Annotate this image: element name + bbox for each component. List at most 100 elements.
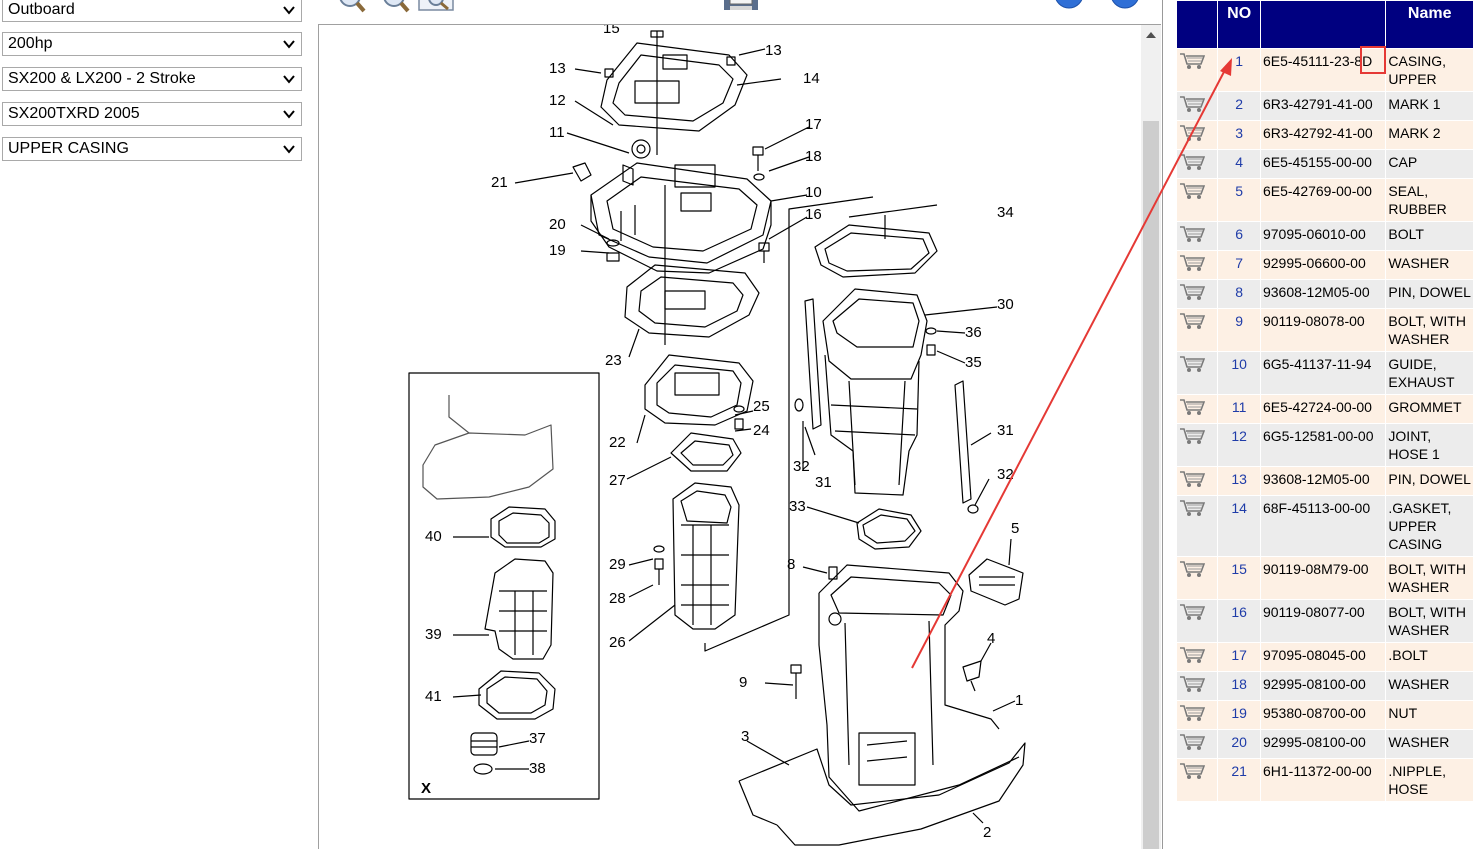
add-to-cart-icon[interactable]	[1179, 560, 1206, 578]
add-to-cart-icon[interactable]	[1179, 398, 1206, 416]
diagram-viewer: 1 2 3 4 5 8 9 10 11 12 13 13 14 15 16 17…	[310, 0, 1162, 849]
add-to-cart-icon[interactable]	[1179, 254, 1206, 272]
cart-cell	[1175, 758, 1219, 802]
part-ref-number[interactable]: 5	[1217, 178, 1261, 222]
part-number: 95380-08700-00	[1259, 700, 1387, 730]
add-to-cart-icon[interactable]	[1179, 603, 1206, 621]
part-ref-number[interactable]: 9	[1217, 308, 1261, 352]
part-ref-number[interactable]: 20	[1217, 729, 1261, 759]
add-to-cart-icon[interactable]	[1179, 182, 1206, 200]
add-to-cart-icon[interactable]	[1179, 225, 1206, 243]
callout-33: 33	[789, 498, 806, 515]
part-ref-number[interactable]: 3	[1217, 120, 1261, 150]
part-ref-number[interactable]: 17	[1217, 642, 1261, 672]
part-ref-number[interactable]: 6	[1217, 221, 1261, 251]
part-ref-number[interactable]: 8	[1217, 279, 1261, 309]
callout-39: 39	[425, 626, 442, 643]
add-to-cart-icon[interactable]	[1179, 704, 1206, 722]
part-name: BOLT, WITH WASHER	[1385, 599, 1474, 643]
add-to-cart-icon[interactable]	[1179, 124, 1206, 142]
part-name: JOINT, HOSE 1	[1385, 423, 1474, 467]
horsepower-select[interactable]: 200hp	[2, 32, 302, 56]
add-to-cart-icon[interactable]	[1179, 355, 1206, 373]
scroll-up-arrow-icon[interactable]	[1146, 32, 1156, 38]
diagram-frame[interactable]: 1 2 3 4 5 8 9 10 11 12 13 13 14 15 16 17…	[318, 24, 1161, 849]
cart-cell	[1175, 308, 1219, 352]
header-part-number[interactable]	[1259, 0, 1387, 49]
part-name: WASHER	[1385, 250, 1474, 280]
part-number: 90119-08M79-00	[1259, 556, 1387, 600]
part-ref-number[interactable]: 15	[1217, 556, 1261, 600]
callout-9: 9	[739, 674, 747, 691]
add-to-cart-icon[interactable]	[1179, 675, 1206, 693]
header-name[interactable]: Name	[1385, 0, 1474, 49]
callout-13a: 13	[549, 60, 566, 77]
add-to-cart-icon[interactable]	[1179, 312, 1206, 330]
add-to-cart-icon[interactable]	[1179, 52, 1206, 70]
part-ref-number[interactable]: 10	[1217, 351, 1261, 395]
add-to-cart-icon[interactable]	[1179, 646, 1206, 664]
model-series-select[interactable]: SX200 & LX200 - 2 Stroke	[2, 67, 302, 91]
part-ref-number[interactable]: 4	[1217, 149, 1261, 179]
product-type-value: Outboard	[8, 1, 75, 18]
add-to-cart-icon[interactable]	[1179, 283, 1206, 301]
part-ref-number[interactable]: 14	[1217, 495, 1261, 557]
add-to-cart-icon[interactable]	[1179, 499, 1206, 517]
part-ref-number[interactable]: 12	[1217, 423, 1261, 467]
print-icon[interactable]	[722, 0, 760, 14]
part-ref-number[interactable]: 18	[1217, 671, 1261, 701]
zoom-in-icon[interactable]	[332, 0, 366, 14]
scrollbar-thumb[interactable]	[1143, 121, 1159, 849]
add-to-cart-icon[interactable]	[1179, 470, 1206, 488]
part-ref-number[interactable]: 11	[1217, 394, 1261, 424]
part-ref-number[interactable]: 2	[1217, 91, 1261, 121]
add-to-cart-icon[interactable]	[1179, 95, 1206, 113]
nav-prev-icon[interactable]	[1054, 0, 1084, 10]
diagram-vertical-scrollbar[interactable]	[1141, 25, 1161, 849]
product-type-select[interactable]: Outboard	[2, 0, 302, 22]
cart-cell	[1175, 48, 1219, 92]
exploded-parts-diagram[interactable]: 1 2 3 4 5 8 9 10 11 12 13 13 14 15 16 17…	[319, 25, 1141, 849]
part-ref-number[interactable]: 13	[1217, 466, 1261, 496]
part-ref-number[interactable]: 21	[1217, 758, 1261, 802]
part-ref-number[interactable]: 16	[1217, 599, 1261, 643]
assembly-select[interactable]: UPPER CASING	[2, 137, 302, 161]
add-to-cart-icon[interactable]	[1179, 153, 1206, 171]
part-name: CASING, UPPER	[1385, 48, 1474, 92]
part-ref-number[interactable]: 7	[1217, 250, 1261, 280]
nav-next-icon[interactable]	[1110, 0, 1140, 10]
part-ref-number[interactable]: 19	[1217, 700, 1261, 730]
zoom-fit-icon[interactable]	[418, 0, 454, 14]
header-no[interactable]: NO	[1217, 0, 1261, 49]
part-ref-number[interactable]: 1	[1217, 48, 1261, 92]
add-to-cart-icon[interactable]	[1179, 427, 1206, 445]
add-to-cart-icon[interactable]	[1179, 733, 1206, 751]
zoom-out-icon[interactable]	[376, 0, 410, 14]
add-to-cart-icon[interactable]	[1179, 762, 1206, 780]
part-name: PIN, DOWEL	[1385, 279, 1474, 309]
callout-25: 25	[753, 398, 770, 415]
callout-35: 35	[965, 354, 982, 371]
model-year-select[interactable]: SX200TXRD 2005	[2, 102, 302, 126]
